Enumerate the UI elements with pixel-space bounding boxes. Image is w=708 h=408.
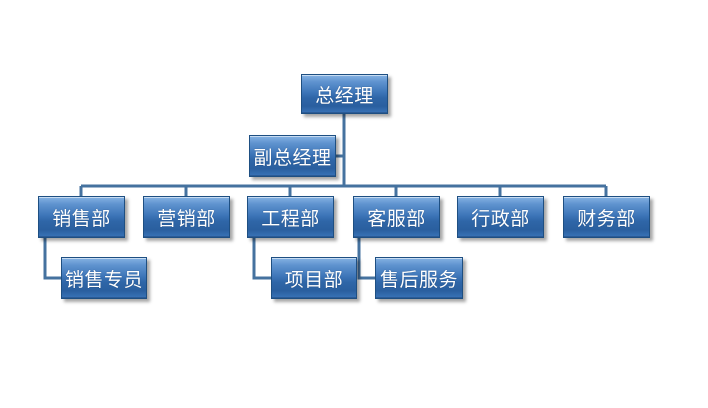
connector-sub-engineering — [252, 238, 271, 280]
department-box-sales[interactable]: 销售部 — [38, 196, 125, 238]
connector-sub-sales — [43, 238, 61, 280]
sub-unit-box-after-sales[interactable]: 售后服务 — [375, 257, 463, 299]
department-label: 客服部 — [367, 207, 426, 230]
department-label: 营销部 — [157, 207, 216, 230]
deputy-ceo-label: 副总经理 — [253, 146, 332, 169]
sub-unit-label: 项目部 — [284, 268, 344, 291]
ceo-box[interactable]: 总经理 — [301, 74, 388, 114]
deputy-ceo-box[interactable]: 副总经理 — [249, 135, 336, 177]
department-label: 工程部 — [261, 207, 320, 230]
department-box-admin[interactable]: 行政部 — [457, 196, 544, 238]
department-label: 财务部 — [577, 207, 636, 230]
department-box-finance[interactable]: 财务部 — [563, 196, 650, 238]
connector-sub-service — [357, 238, 375, 280]
department-box-marketing[interactable]: 营销部 — [143, 196, 230, 238]
ceo-label: 总经理 — [315, 84, 374, 107]
sub-unit-label: 售后服务 — [379, 268, 458, 291]
sub-unit-box-project[interactable]: 项目部 — [271, 257, 357, 299]
department-label: 销售部 — [52, 207, 111, 230]
department-box-engineering[interactable]: 工程部 — [247, 196, 334, 238]
department-label: 行政部 — [471, 207, 530, 230]
sub-unit-box-sales-rep[interactable]: 销售专员 — [61, 257, 147, 299]
sub-unit-label: 销售专员 — [64, 268, 143, 291]
department-box-service[interactable]: 客服部 — [353, 196, 440, 238]
